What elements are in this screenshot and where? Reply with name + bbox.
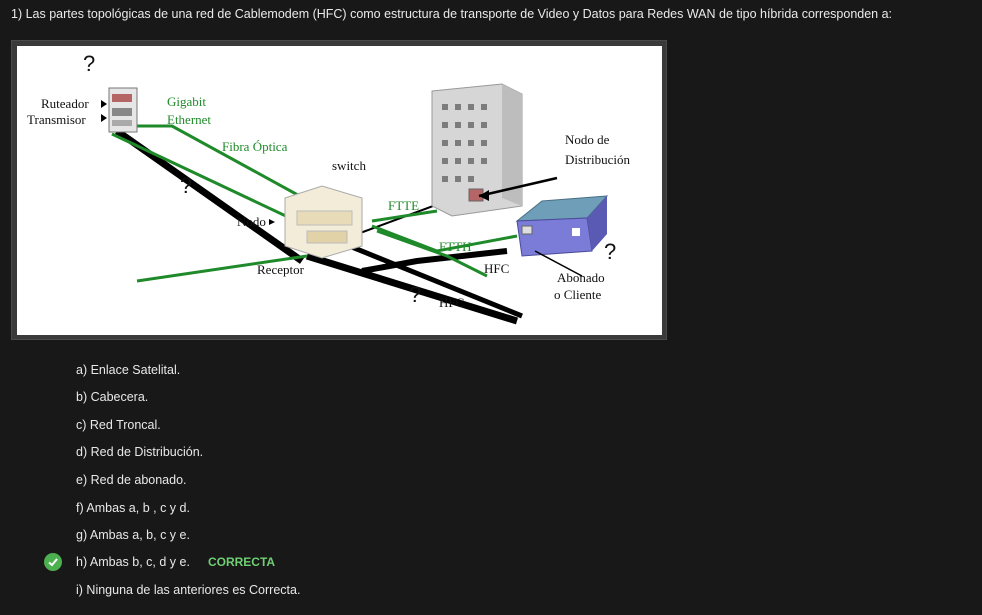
option-g[interactable]: g) Ambas a, b, c y e. [76, 528, 190, 542]
figure-frame: Ruteador Transmisor Gigabit Ethernet Fib… [11, 40, 667, 340]
abonado-label-2: o Cliente [554, 287, 602, 302]
option-f[interactable]: f) Ambas a, b , c y d. [76, 501, 190, 515]
ftte-label: FTTE [388, 198, 419, 213]
building-icon [431, 83, 523, 217]
fiber-green-2 [111, 132, 308, 228]
transmisor-label: Transmisor [27, 112, 86, 127]
option-e[interactable]: e) Red de abonado. [76, 473, 187, 487]
question-mark-3: ? [409, 282, 421, 307]
abonado-label-1: Abonado [557, 270, 605, 285]
hfc-label-1: HFC [484, 261, 509, 276]
correct-badge: CORRECTA [207, 555, 276, 569]
option-i[interactable]: i) Ninguna de las anteriores es Correcta… [76, 583, 301, 597]
question-mark-4: ? [604, 239, 616, 264]
trunk-cable [114, 128, 305, 264]
switch-label: switch [332, 158, 366, 173]
router-device-icon [108, 87, 138, 133]
hfc-label-2: HFC [439, 295, 464, 310]
gigabit-label: Gigabit [167, 94, 206, 109]
question-text: 1) Las partes topológicas de una red de … [11, 7, 893, 21]
fiber-green-hfc [376, 229, 488, 278]
option-h-label: h) Ambas b, c, d y e. [76, 555, 190, 569]
option-c[interactable]: c) Red Troncal. [76, 418, 161, 432]
ruteador-label: Ruteador [41, 96, 89, 111]
house-icon [515, 195, 609, 257]
option-b[interactable]: b) Cabecera. [76, 390, 149, 404]
option-d[interactable]: d) Red de Distribución. [76, 445, 204, 459]
option-a[interactable]: a) Enlace Satelital. [76, 363, 181, 377]
nodo-dist-label-2: Distribución [565, 152, 630, 167]
hfc-cable-1 [305, 252, 519, 325]
fiber-green-3 [136, 254, 308, 283]
option-h[interactable]: h) Ambas b, c, d y e. CORRECTA [76, 551, 275, 573]
hfc-cable-2 [336, 238, 523, 319]
node-box-icon [284, 185, 363, 259]
hfc-cable-3 [361, 248, 508, 274]
hfc-network-diagram: Ruteador Transmisor Gigabit Ethernet Fib… [17, 46, 662, 335]
question-mark-1: ? [83, 51, 95, 76]
receptor-label: Receptor [257, 262, 305, 277]
question-mark-2: ? [180, 173, 192, 198]
nodo-dist-label-1: Nodo de [565, 132, 610, 147]
fiber-green-ftte [371, 209, 438, 223]
ftth-label: FTTH [439, 239, 472, 254]
fibra-label: Fibra Óptica [222, 139, 288, 154]
nodo-label: Nodo [237, 214, 266, 229]
correct-check-icon [44, 553, 62, 571]
ethernet-label: Ethernet [167, 112, 211, 127]
